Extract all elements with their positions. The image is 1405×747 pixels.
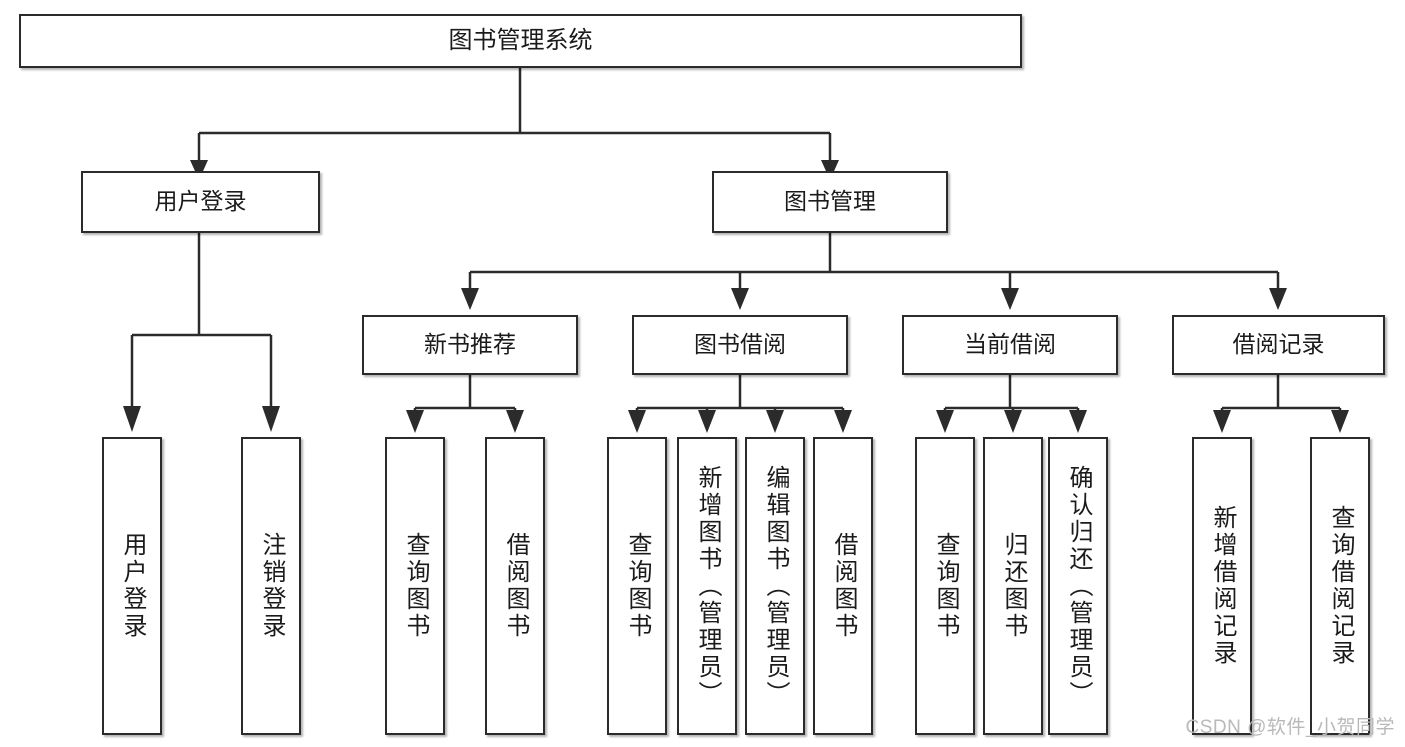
node-leaf-add-borrow-record[interactable]: 新增借阅记录 [1192, 437, 1252, 735]
node-leaf-edit-book[interactable]: 编辑图书（管理员） [745, 437, 805, 735]
node-user-login[interactable]: 用户登录 [81, 171, 320, 233]
node-leaf-query-book-current[interactable]: 查询图书 [915, 437, 975, 735]
node-leaf-query-borrow-record[interactable]: 查询借阅记录 [1310, 437, 1370, 735]
node-leaf-query-book-recommend[interactable]: 查询图书 [385, 437, 445, 735]
node-leaf-user-login[interactable]: 用户登录 [102, 437, 162, 735]
node-leaf-add-borrow-record-label: 新增借阅记录 [1209, 505, 1236, 667]
node-borrow-record[interactable]: 借阅记录 [1172, 315, 1385, 375]
node-leaf-query-borrow-record-label: 查询借阅记录 [1327, 505, 1354, 667]
node-new-book-recommend[interactable]: 新书推荐 [362, 315, 578, 375]
node-root-label: 图书管理系统 [448, 26, 593, 54]
node-root[interactable]: 图书管理系统 [19, 14, 1022, 68]
node-book-borrow[interactable]: 图书借阅 [632, 315, 848, 375]
node-leaf-borrow-book-recommend-label: 借阅图书 [502, 532, 529, 640]
node-leaf-query-book-recommend-label: 查询图书 [402, 532, 429, 640]
node-book-borrow-label: 图书借阅 [694, 331, 786, 358]
node-leaf-user-login-label: 用户登录 [119, 532, 146, 640]
node-new-book-recommend-label: 新书推荐 [424, 331, 516, 358]
node-leaf-query-book-current-label: 查询图书 [932, 532, 959, 640]
node-leaf-add-book-label: 新增图书（管理员） [694, 464, 721, 708]
node-leaf-query-book-borrow[interactable]: 查询图书 [607, 437, 667, 735]
node-leaf-borrow-book[interactable]: 借阅图书 [813, 437, 873, 735]
node-current-borrow[interactable]: 当前借阅 [902, 315, 1118, 375]
node-borrow-record-label: 借阅记录 [1232, 331, 1325, 358]
node-leaf-return-book-label: 归还图书 [1000, 532, 1027, 640]
node-leaf-borrow-book-label: 借阅图书 [830, 532, 857, 640]
node-leaf-borrow-book-recommend[interactable]: 借阅图书 [485, 437, 545, 735]
node-current-borrow-label: 当前借阅 [964, 331, 1056, 358]
csdn-watermark: CSDN @软件_小贺同学 [1185, 717, 1395, 738]
node-leaf-query-book-borrow-label: 查询图书 [624, 532, 651, 640]
node-book-manage[interactable]: 图书管理 [712, 171, 948, 233]
node-leaf-confirm-return[interactable]: 确认归还（管理员） [1048, 437, 1108, 735]
node-leaf-return-book[interactable]: 归还图书 [983, 437, 1043, 735]
node-leaf-edit-book-label: 编辑图书（管理员） [762, 464, 789, 708]
node-leaf-logout-label: 注销登录 [258, 532, 285, 640]
node-user-login-label: 用户登录 [154, 188, 247, 215]
node-book-manage-label: 图书管理 [784, 188, 876, 215]
node-leaf-confirm-return-label: 确认归还（管理员） [1065, 464, 1092, 708]
node-leaf-logout[interactable]: 注销登录 [241, 437, 301, 735]
node-leaf-add-book[interactable]: 新增图书（管理员） [677, 437, 737, 735]
